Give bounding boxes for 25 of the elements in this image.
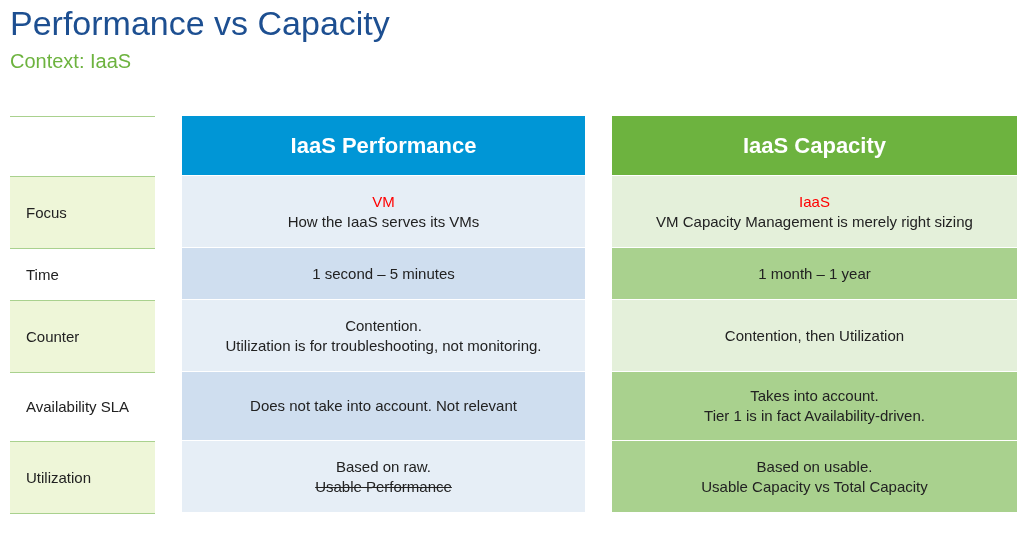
- slide-title: Performance vs Capacity: [10, 4, 390, 43]
- cell-text: Based on raw.: [335, 456, 432, 477]
- column-header: IaaS Capacity: [742, 135, 887, 156]
- cell-text: Contention.: [345, 315, 422, 336]
- cell-text: Contention, then Utilization: [724, 325, 905, 346]
- row-header: Availability SLA: [26, 397, 130, 417]
- cell-text: Does not take into account. Not relevant: [250, 396, 517, 416]
- cell-text: VM Capacity Management is merely right sizing: [656, 211, 973, 232]
- row-header: Time: [26, 264, 59, 285]
- cell-text: IaaS: [799, 191, 830, 212]
- row-header: Counter: [26, 326, 80, 347]
- cell-text: Usable Performance: [315, 476, 452, 497]
- cell-text: How the IaaS serves its VMs: [287, 211, 480, 232]
- cell-text: Utilization is for troubleshooting, not monitoring.: [225, 335, 542, 356]
- row-header: Utilization: [26, 467, 92, 488]
- column-header: IaaS Performance: [290, 135, 477, 156]
- cell-text: Based on usable.: [756, 456, 873, 477]
- cell-text: VM: [372, 191, 395, 212]
- subtitle: Context: IaaS: [10, 50, 132, 73]
- cell-text: 1 month – 1 year: [758, 263, 871, 284]
- cell-text: 1 second – 5 minutes: [312, 263, 455, 284]
- cell-text: Usable Capacity vs Total Capacity: [701, 476, 928, 497]
- cell-text: Tier 1 is in fact Availability-driven.: [704, 406, 925, 426]
- row-header: Focus: [26, 202, 67, 223]
- cell-text: Takes into account.: [750, 386, 879, 406]
